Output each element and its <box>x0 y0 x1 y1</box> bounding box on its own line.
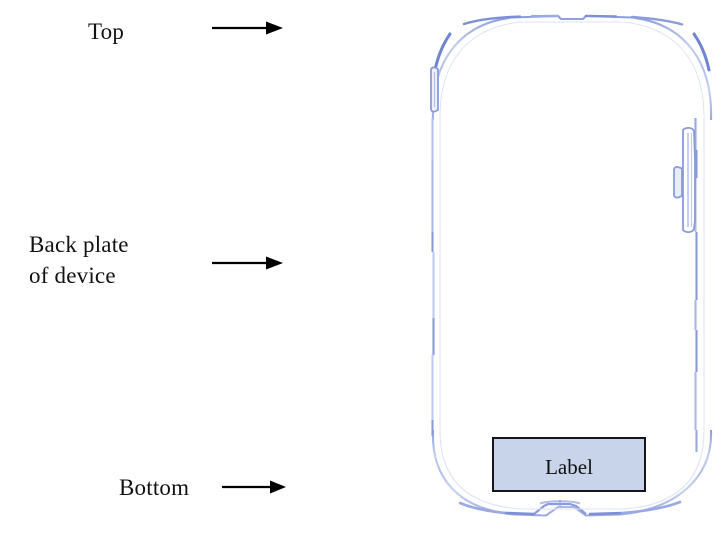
annotation-label-bottom: Bottom <box>119 475 190 500</box>
annotation-arrow-bottom <box>220 477 290 497</box>
bottom-port-notch <box>533 500 587 515</box>
annotation-arrow-back-plate <box>210 253 286 273</box>
device-top-edge-segments <box>462 14 684 26</box>
device-outer-contour <box>431 14 713 517</box>
device-body-outline <box>431 14 697 517</box>
right-power-button <box>673 165 683 199</box>
annotation-label-top: Top <box>88 19 125 44</box>
device-label-text: Label <box>545 455 593 479</box>
annotation-arrow-top <box>210 18 286 38</box>
device-top-corner-accents <box>433 32 711 72</box>
right-side-rail <box>682 126 696 234</box>
device-inner-contour <box>439 21 705 510</box>
device-bottom-edge-segments <box>458 500 682 516</box>
device-left-edge <box>431 118 435 436</box>
left-side-button <box>430 66 439 113</box>
device-back-plate-illustration <box>400 0 728 542</box>
device-label-box[interactable]: Label <box>492 437 646 492</box>
annotation-label-back-plate: Back plate of device <box>29 232 129 288</box>
